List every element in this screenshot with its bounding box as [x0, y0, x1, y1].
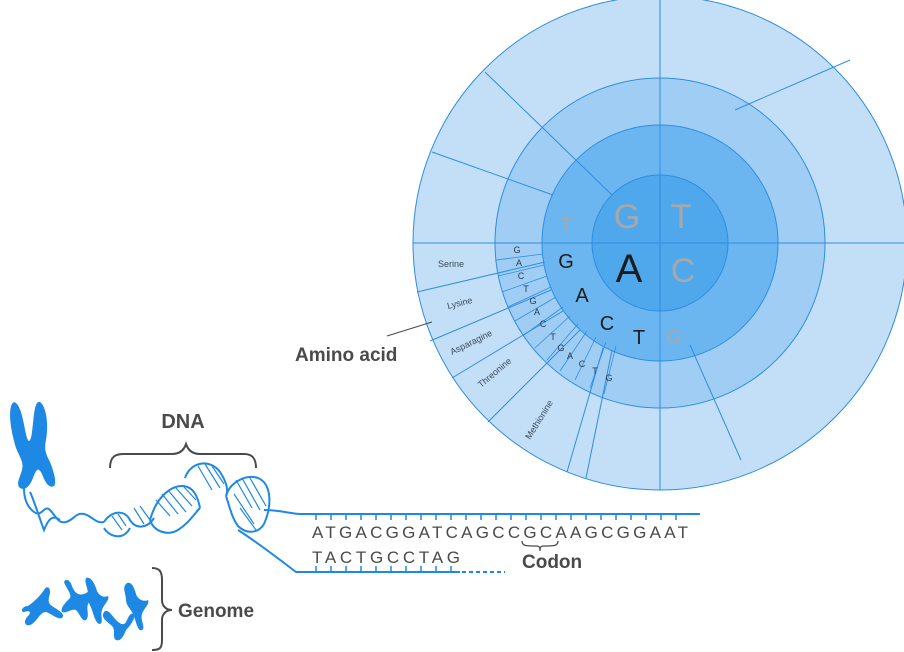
genome-chromosomes — [21, 577, 149, 641]
dna-label: DNA — [161, 411, 204, 433]
codon-wheel: A G T C T G A C T G G A C T G A C T G A … — [412, 0, 904, 491]
ring3-letter: C — [518, 271, 525, 281]
ring3-letter: G — [513, 245, 520, 255]
ring3-letter: C — [579, 359, 586, 369]
ring3-letter: A — [567, 351, 573, 361]
ring3-letter: G — [557, 343, 564, 353]
top-strand-sequence: ATGACGGATCAGCCGCAAGCGGAAT — [312, 523, 688, 542]
wheel-ring1-letter-g: G — [614, 198, 640, 236]
wheel-ring2-letter: T — [633, 327, 645, 349]
ring3-letter: A — [534, 307, 540, 317]
codon-label: Codon — [522, 552, 582, 573]
wheel-ring2-letter: G — [666, 327, 682, 349]
bottom-strand-ticks — [315, 566, 452, 572]
wheel-ring2-letter: A — [575, 285, 589, 307]
ring3-letter: A — [516, 258, 522, 268]
wheel-ring3-lines — [495, 242, 617, 395]
wheel-ring2-letter: T — [561, 215, 573, 237]
genome-brace — [151, 567, 173, 651]
ring3-letter: G — [529, 296, 536, 306]
ring3-letter: T — [550, 332, 556, 342]
wheel-ring1-letter-t: T — [671, 198, 692, 236]
wheel-center-letter: A — [616, 247, 643, 291]
wheel-ring2-letter: C — [600, 313, 614, 335]
wheel-radial-lines — [416, 59, 851, 479]
amino-acid-serine: Serine — [438, 259, 464, 269]
genome-label: Genome — [178, 601, 254, 622]
ring3-letter: G — [605, 373, 612, 383]
wheel-ring1-letter-c: C — [671, 252, 696, 290]
ring3-letter: C — [540, 319, 547, 329]
top-strand-ticks — [315, 514, 677, 520]
amino-acid-pointer — [386, 321, 433, 337]
ring3-letter: T — [523, 284, 529, 294]
codon-brace — [521, 540, 559, 552]
amino-acid-label: Amino acid — [295, 345, 397, 366]
dna-helix-icon — [23, 462, 700, 573]
wheel-ring3-letters: G A C T G A C T G A C T G — [513, 245, 612, 383]
wheel-ring2-letter: G — [558, 251, 574, 273]
bottom-strand-sequence: TACTGCCTAG — [312, 548, 460, 567]
brace-icon — [109, 440, 257, 469]
chromosome-icon — [10, 401, 56, 489]
ring3-letter: T — [592, 366, 598, 376]
